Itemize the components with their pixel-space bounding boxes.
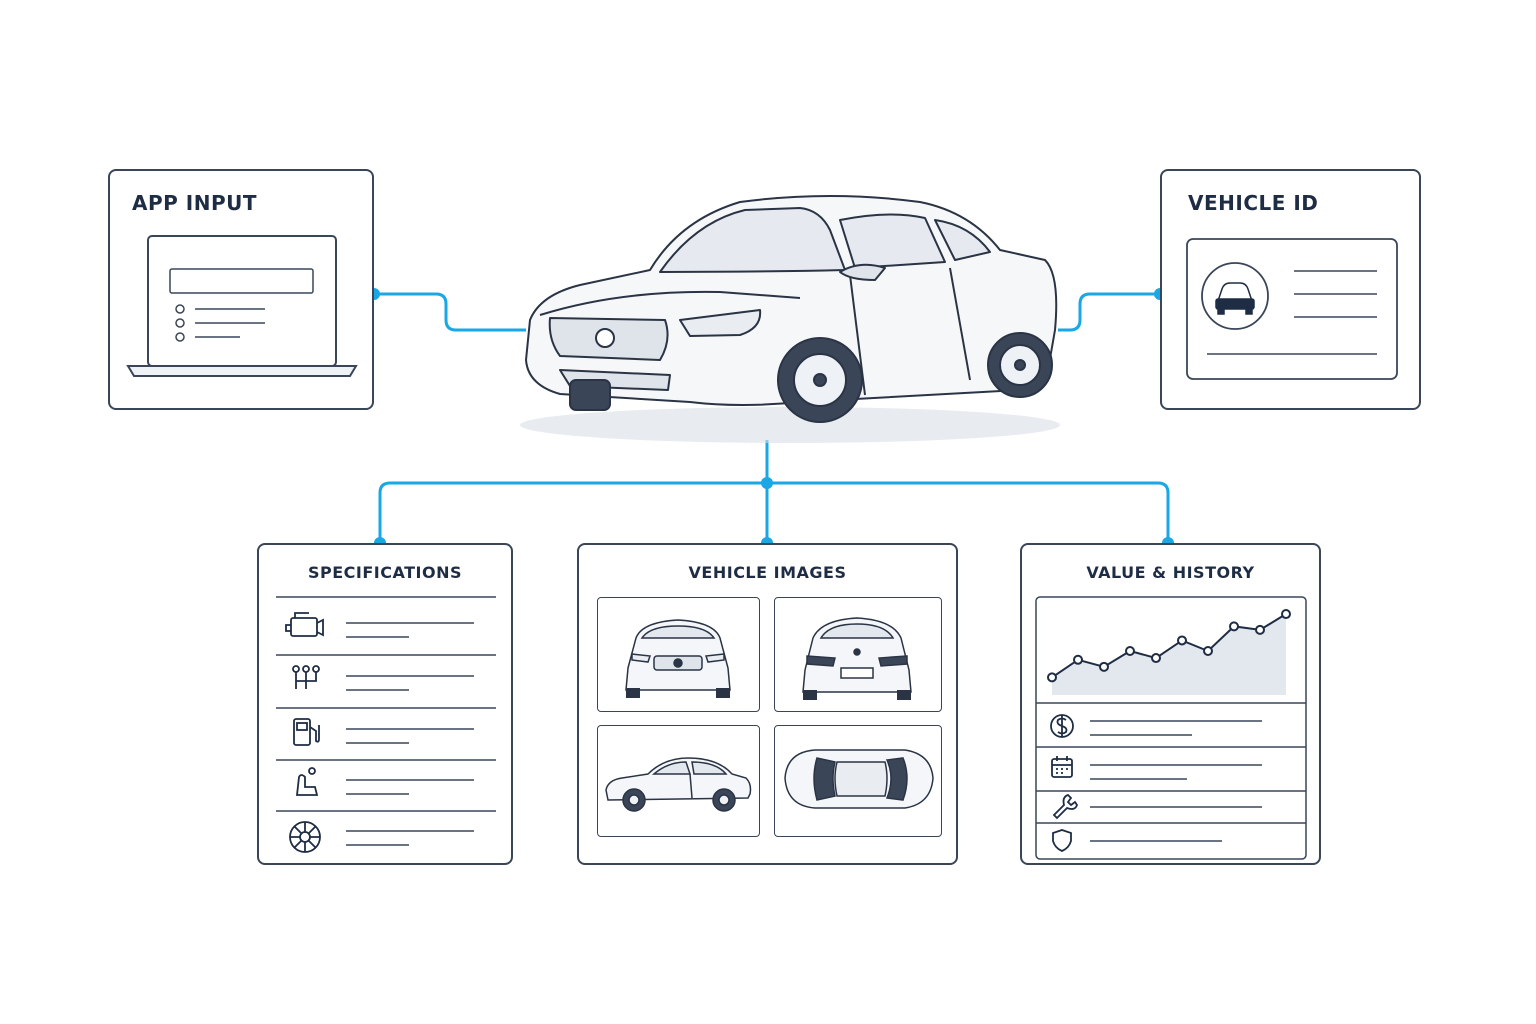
specifications-list — [276, 596, 496, 853]
dollar-icon — [1050, 714, 1074, 738]
hero-car-illustration — [520, 195, 1060, 443]
wrench-icon — [1052, 793, 1078, 820]
laptop-illustration — [126, 235, 358, 377]
search-field-icon — [169, 268, 314, 294]
thumbnail-front-view[interactable] — [597, 597, 760, 712]
app-input-title: APP INPUT — [132, 191, 257, 215]
calendar-icon — [1051, 756, 1073, 778]
seat-icon — [295, 767, 319, 796]
value-point-4 — [1125, 646, 1135, 656]
wheel-icon — [289, 821, 321, 853]
value-history-panel: VALUE & HISTORY — [1020, 543, 1321, 865]
value-history-title: VALUE & HISTORY — [1086, 563, 1255, 582]
node-hub — [761, 477, 773, 489]
thumbnail-top-view[interactable] — [774, 725, 942, 837]
vehicle-id-title: VEHICLE ID — [1188, 191, 1319, 215]
value-point-5 — [1151, 653, 1161, 664]
value-point-2 — [1073, 654, 1083, 665]
car-front-icon — [1215, 282, 1255, 315]
radio-option-icon — [175, 318, 185, 328]
fuel-pump-icon — [293, 718, 320, 746]
car-rear-view-icon — [802, 617, 912, 700]
thumbnail-side-view[interactable] — [597, 725, 760, 837]
radio-option-icon — [175, 332, 185, 342]
value-trend-line — [1051, 613, 1287, 679]
thumbnail-rear-view[interactable] — [774, 597, 942, 712]
car-side-view-icon — [605, 757, 752, 812]
value-point-9 — [1255, 624, 1265, 635]
specifications-title: SPECIFICATIONS — [307, 563, 463, 582]
value-point-8 — [1229, 621, 1239, 632]
radio-option-icon — [175, 304, 185, 314]
value-trend-area — [1052, 614, 1286, 695]
value-history-content — [1035, 596, 1307, 860]
value-point-6 — [1177, 635, 1187, 646]
shield-icon — [1052, 829, 1072, 852]
car-top-view-icon — [784, 749, 934, 809]
value-point-1 — [1047, 672, 1057, 683]
engine-icon — [285, 612, 324, 637]
car-front-view-icon — [625, 619, 731, 698]
app-input-panel: APP INPUT — [108, 169, 374, 410]
vehicle-images-title: VEHICLE IMAGES — [688, 563, 847, 582]
value-trend-chart — [1047, 609, 1291, 695]
vehicle-images-panel: VEHICLE IMAGES — [577, 543, 958, 865]
value-point-7 — [1203, 646, 1213, 656]
value-point-3 — [1099, 661, 1109, 672]
value-point-10 — [1281, 609, 1291, 620]
vehicle-id-card — [1186, 238, 1398, 380]
specifications-panel: SPECIFICATIONS — [257, 543, 513, 865]
connector-bus — [378, 481, 1170, 543]
vehicle-id-panel: VEHICLE ID — [1160, 169, 1421, 410]
transmission-icon — [292, 665, 320, 689]
